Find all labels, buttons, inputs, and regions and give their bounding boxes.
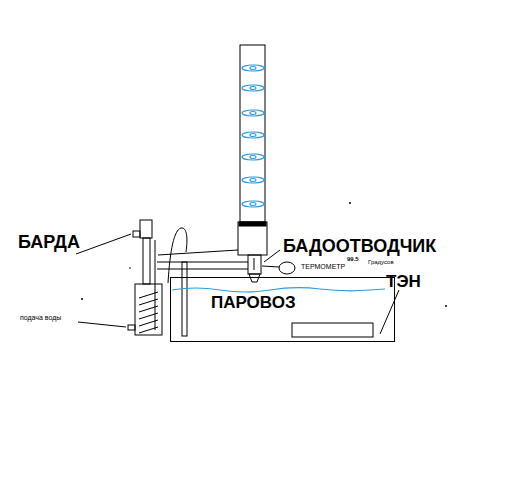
column-tube: [240, 45, 265, 222]
dot: [349, 202, 351, 204]
column-flange: [239, 222, 266, 226]
plate: [242, 201, 264, 207]
plate-hole: [250, 112, 256, 115]
leader-line: [78, 322, 126, 327]
heater-element: [292, 323, 373, 337]
inner-pipe: [182, 262, 187, 336]
cooler-coil: [139, 292, 158, 333]
trap-body: [248, 255, 261, 274]
leader-line: [380, 290, 399, 334]
plate: [242, 85, 264, 91]
leader-line: [76, 234, 131, 254]
water-inlet: [128, 325, 135, 330]
trap-rod: [254, 258, 255, 270]
plate-hole: [250, 87, 256, 90]
coil-turn: [139, 320, 158, 326]
pipe: [157, 269, 248, 270]
siphon-pipe: [168, 228, 187, 283]
plate: [242, 110, 264, 116]
coil-turn: [139, 299, 158, 305]
pipe: [157, 262, 248, 263]
plate: [242, 65, 264, 71]
drain-port: [133, 231, 140, 237]
plate-hole: [250, 203, 256, 206]
coil-turn: [139, 327, 158, 333]
dot: [445, 305, 447, 307]
dot: [129, 267, 131, 269]
part-label: БАДООТВОДЧИК: [283, 237, 436, 255]
column-base: [238, 222, 267, 255]
plate: [242, 177, 264, 183]
plate: [242, 154, 264, 160]
thermometer-bulb: [279, 262, 295, 274]
drain-head: [140, 220, 152, 238]
plate-hole: [250, 67, 256, 70]
water-line: [172, 288, 385, 292]
boiler-tank: ПАРОВОЗ: [170, 277, 395, 342]
unit-label: Градусов: [368, 259, 394, 265]
coil-turn: [139, 292, 158, 298]
trap-cone: [249, 274, 260, 282]
part-label: ТЭН: [386, 273, 421, 290]
coil-turn: [139, 313, 158, 319]
plate-hole: [250, 179, 256, 182]
cooler-body: [135, 284, 162, 335]
coil-turn: [139, 306, 158, 312]
node-title: ПАРОВОЗ: [211, 294, 296, 311]
part-label: БАРДА: [18, 233, 80, 251]
temperature-value: 99.5: [347, 256, 359, 262]
part-label: подача воды: [20, 314, 61, 321]
dot: [81, 298, 83, 300]
plate-hole: [250, 156, 256, 159]
pipe: [158, 250, 238, 255]
plate: [242, 132, 264, 138]
leader-line: [264, 250, 280, 262]
cooler-pipe: [155, 240, 156, 330]
thermometer-stem: [262, 266, 279, 267]
plate-hole: [250, 134, 256, 137]
drain-pipe: [143, 238, 150, 284]
column-plates: [242, 65, 264, 207]
part-label: ТЕРМОМЕТР: [301, 263, 345, 270]
